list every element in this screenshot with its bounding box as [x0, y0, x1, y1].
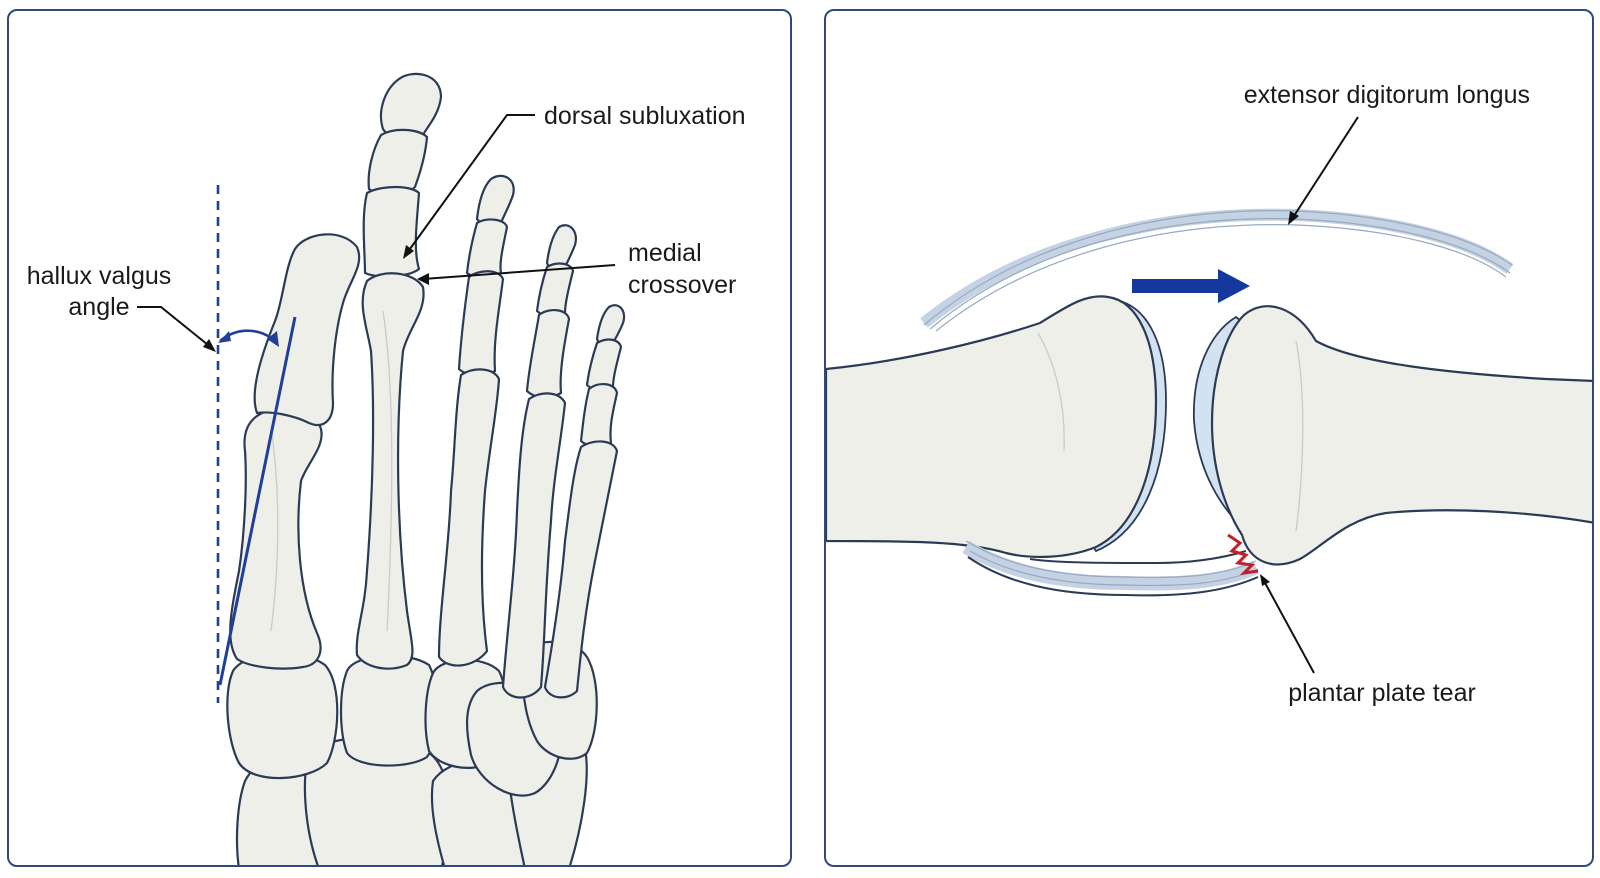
fifth-ray: [543, 304, 626, 699]
first-ray: [229, 233, 361, 670]
subluxation-direction-arrow: [1132, 269, 1250, 303]
mtp-joint-figure: extensor digitorum longus plantar plate …: [826, 81, 1592, 707]
label-extensor-digitorum-longus: extensor digitorum longus: [1244, 81, 1530, 109]
second-ray: [355, 72, 443, 670]
extensor-tendon: [920, 208, 1514, 332]
label-medial-line1: medial: [628, 239, 702, 267]
label-hallux-valgus-line1: hallux valgus: [27, 262, 172, 290]
fourth-ray: [501, 224, 577, 699]
metatarsal-head: [826, 295, 1167, 559]
leader-hallux-valgus: [137, 306, 216, 352]
leader-extensor: [1288, 116, 1359, 225]
forefoot-skeleton-figure: hallux valgus angle dorsal subluxation m…: [27, 72, 746, 865]
mtp-joint-panel: extensor digitorum longus plantar plate …: [824, 9, 1594, 867]
third-ray: [437, 174, 515, 667]
label-hallux-valgus-line2: angle: [68, 293, 129, 321]
forefoot-skeleton-panel: hallux valgus angle dorsal subluxation m…: [7, 9, 792, 867]
leader-dorsal-subluxation: [403, 114, 535, 259]
label-medial-line2: crossover: [628, 271, 736, 299]
angle-arc-arrowhead-left: [218, 331, 231, 343]
label-dorsal-subluxation: dorsal subluxation: [544, 102, 746, 130]
leader-medial-crossover: [417, 264, 616, 285]
metatarsal-axis-line: [218, 316, 297, 686]
leader-plantar-plate-tear: [1260, 574, 1315, 674]
label-plantar-plate-tear: plantar plate tear: [1288, 679, 1476, 707]
plantar-plate-tear-mark: [1227, 533, 1259, 576]
proximal-phalanx: [1193, 305, 1592, 566]
plantar-plate: [962, 540, 1259, 597]
angle-arc-arrowhead-right: [267, 331, 279, 347]
